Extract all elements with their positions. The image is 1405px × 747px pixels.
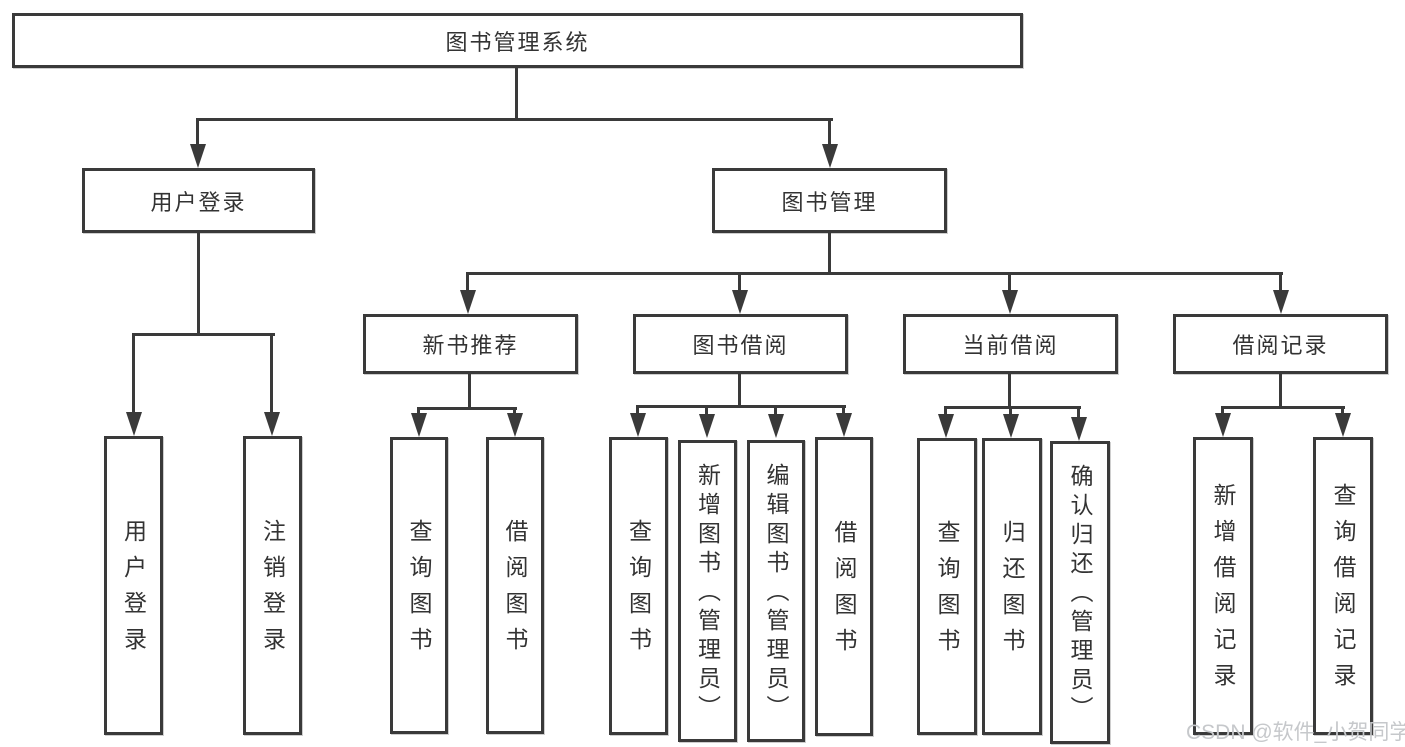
arrow-to-book-borrow bbox=[732, 272, 748, 314]
leaf-confirm-return-admin: 确认归还（管理员） bbox=[1050, 441, 1110, 744]
arrow-to-br-query bbox=[1335, 406, 1351, 437]
connector-current-borrow-stem bbox=[1008, 374, 1011, 409]
leaf-query-book-current: 查询图书 bbox=[917, 438, 977, 735]
arrow-to-bb-edit bbox=[768, 405, 784, 438]
node-library-system: 图书管理系统 bbox=[12, 13, 1023, 68]
leaf-logout: 注销登录 bbox=[243, 436, 302, 735]
leaf-query-borrow-record: 查询借阅记录 bbox=[1313, 437, 1373, 735]
leaf-return-book: 归还图书 bbox=[982, 438, 1042, 735]
connector-level3-rail bbox=[466, 272, 1283, 275]
connector-root-stem bbox=[515, 68, 518, 121]
arrow-to-nb-borrow bbox=[507, 407, 523, 437]
leaf-add-book-admin: 新增图书（管理员） bbox=[678, 440, 737, 742]
connector-borrow-record-stem bbox=[1279, 374, 1282, 409]
leaf-query-book-borrow: 查询图书 bbox=[609, 437, 668, 735]
arrow-to-bb-borrow bbox=[836, 405, 852, 437]
arrow-to-cb-confirm bbox=[1071, 406, 1087, 441]
arrow-to-nb-query bbox=[411, 407, 427, 437]
leaf-add-borrow-record: 新增借阅记录 bbox=[1193, 437, 1253, 735]
arrow-to-br-add bbox=[1215, 406, 1231, 437]
arrow-to-borrow-record bbox=[1273, 272, 1289, 314]
csdn-watermark: CSDN @软件_小贺同学 bbox=[1186, 721, 1405, 744]
connector-user-login-stem bbox=[197, 232, 200, 336]
connector-login-group-rail bbox=[132, 333, 275, 336]
node-book-management: 图书管理 bbox=[712, 168, 947, 233]
arrow-to-new-book-rec bbox=[460, 272, 476, 314]
connector-book-borrow-rail bbox=[636, 405, 846, 408]
leaf-borrow-book: 借阅图书 bbox=[815, 437, 873, 736]
connector-book-borrow-stem bbox=[738, 374, 741, 408]
arrow-to-leaf-user-login bbox=[126, 333, 142, 436]
arrow-to-cb-query bbox=[938, 406, 954, 438]
node-user-login: 用户登录 bbox=[82, 168, 315, 233]
arrow-to-cb-return bbox=[1003, 406, 1019, 438]
arrow-to-bb-query bbox=[630, 405, 646, 437]
node-new-book-recommend: 新书推荐 bbox=[363, 314, 578, 374]
node-current-borrow: 当前借阅 bbox=[903, 314, 1118, 374]
leaf-query-book-recommend: 查询图书 bbox=[390, 437, 448, 734]
arrow-to-current-borrow bbox=[1002, 272, 1018, 314]
leaf-borrow-book-recommend: 借阅图书 bbox=[486, 437, 544, 734]
connector-book-mgmt-stem bbox=[828, 232, 831, 275]
node-book-borrow: 图书借阅 bbox=[633, 314, 848, 374]
connector-new-book-rec-stem bbox=[468, 374, 471, 410]
arrow-to-user-login bbox=[190, 118, 206, 168]
leaf-edit-book-admin: 编辑图书（管理员） bbox=[747, 440, 805, 742]
connector-borrow-record-rail bbox=[1221, 406, 1345, 409]
arrow-to-bb-add bbox=[699, 405, 715, 438]
arrow-to-leaf-logout bbox=[264, 333, 280, 436]
connector-current-borrow-rail bbox=[944, 406, 1081, 409]
node-borrow-record: 借阅记录 bbox=[1173, 314, 1388, 374]
connector-level2-rail bbox=[197, 118, 833, 121]
arrow-to-book-mgmt bbox=[822, 118, 838, 168]
connector-new-book-rec-rail bbox=[417, 407, 517, 410]
leaf-user-login: 用户登录 bbox=[104, 436, 163, 735]
